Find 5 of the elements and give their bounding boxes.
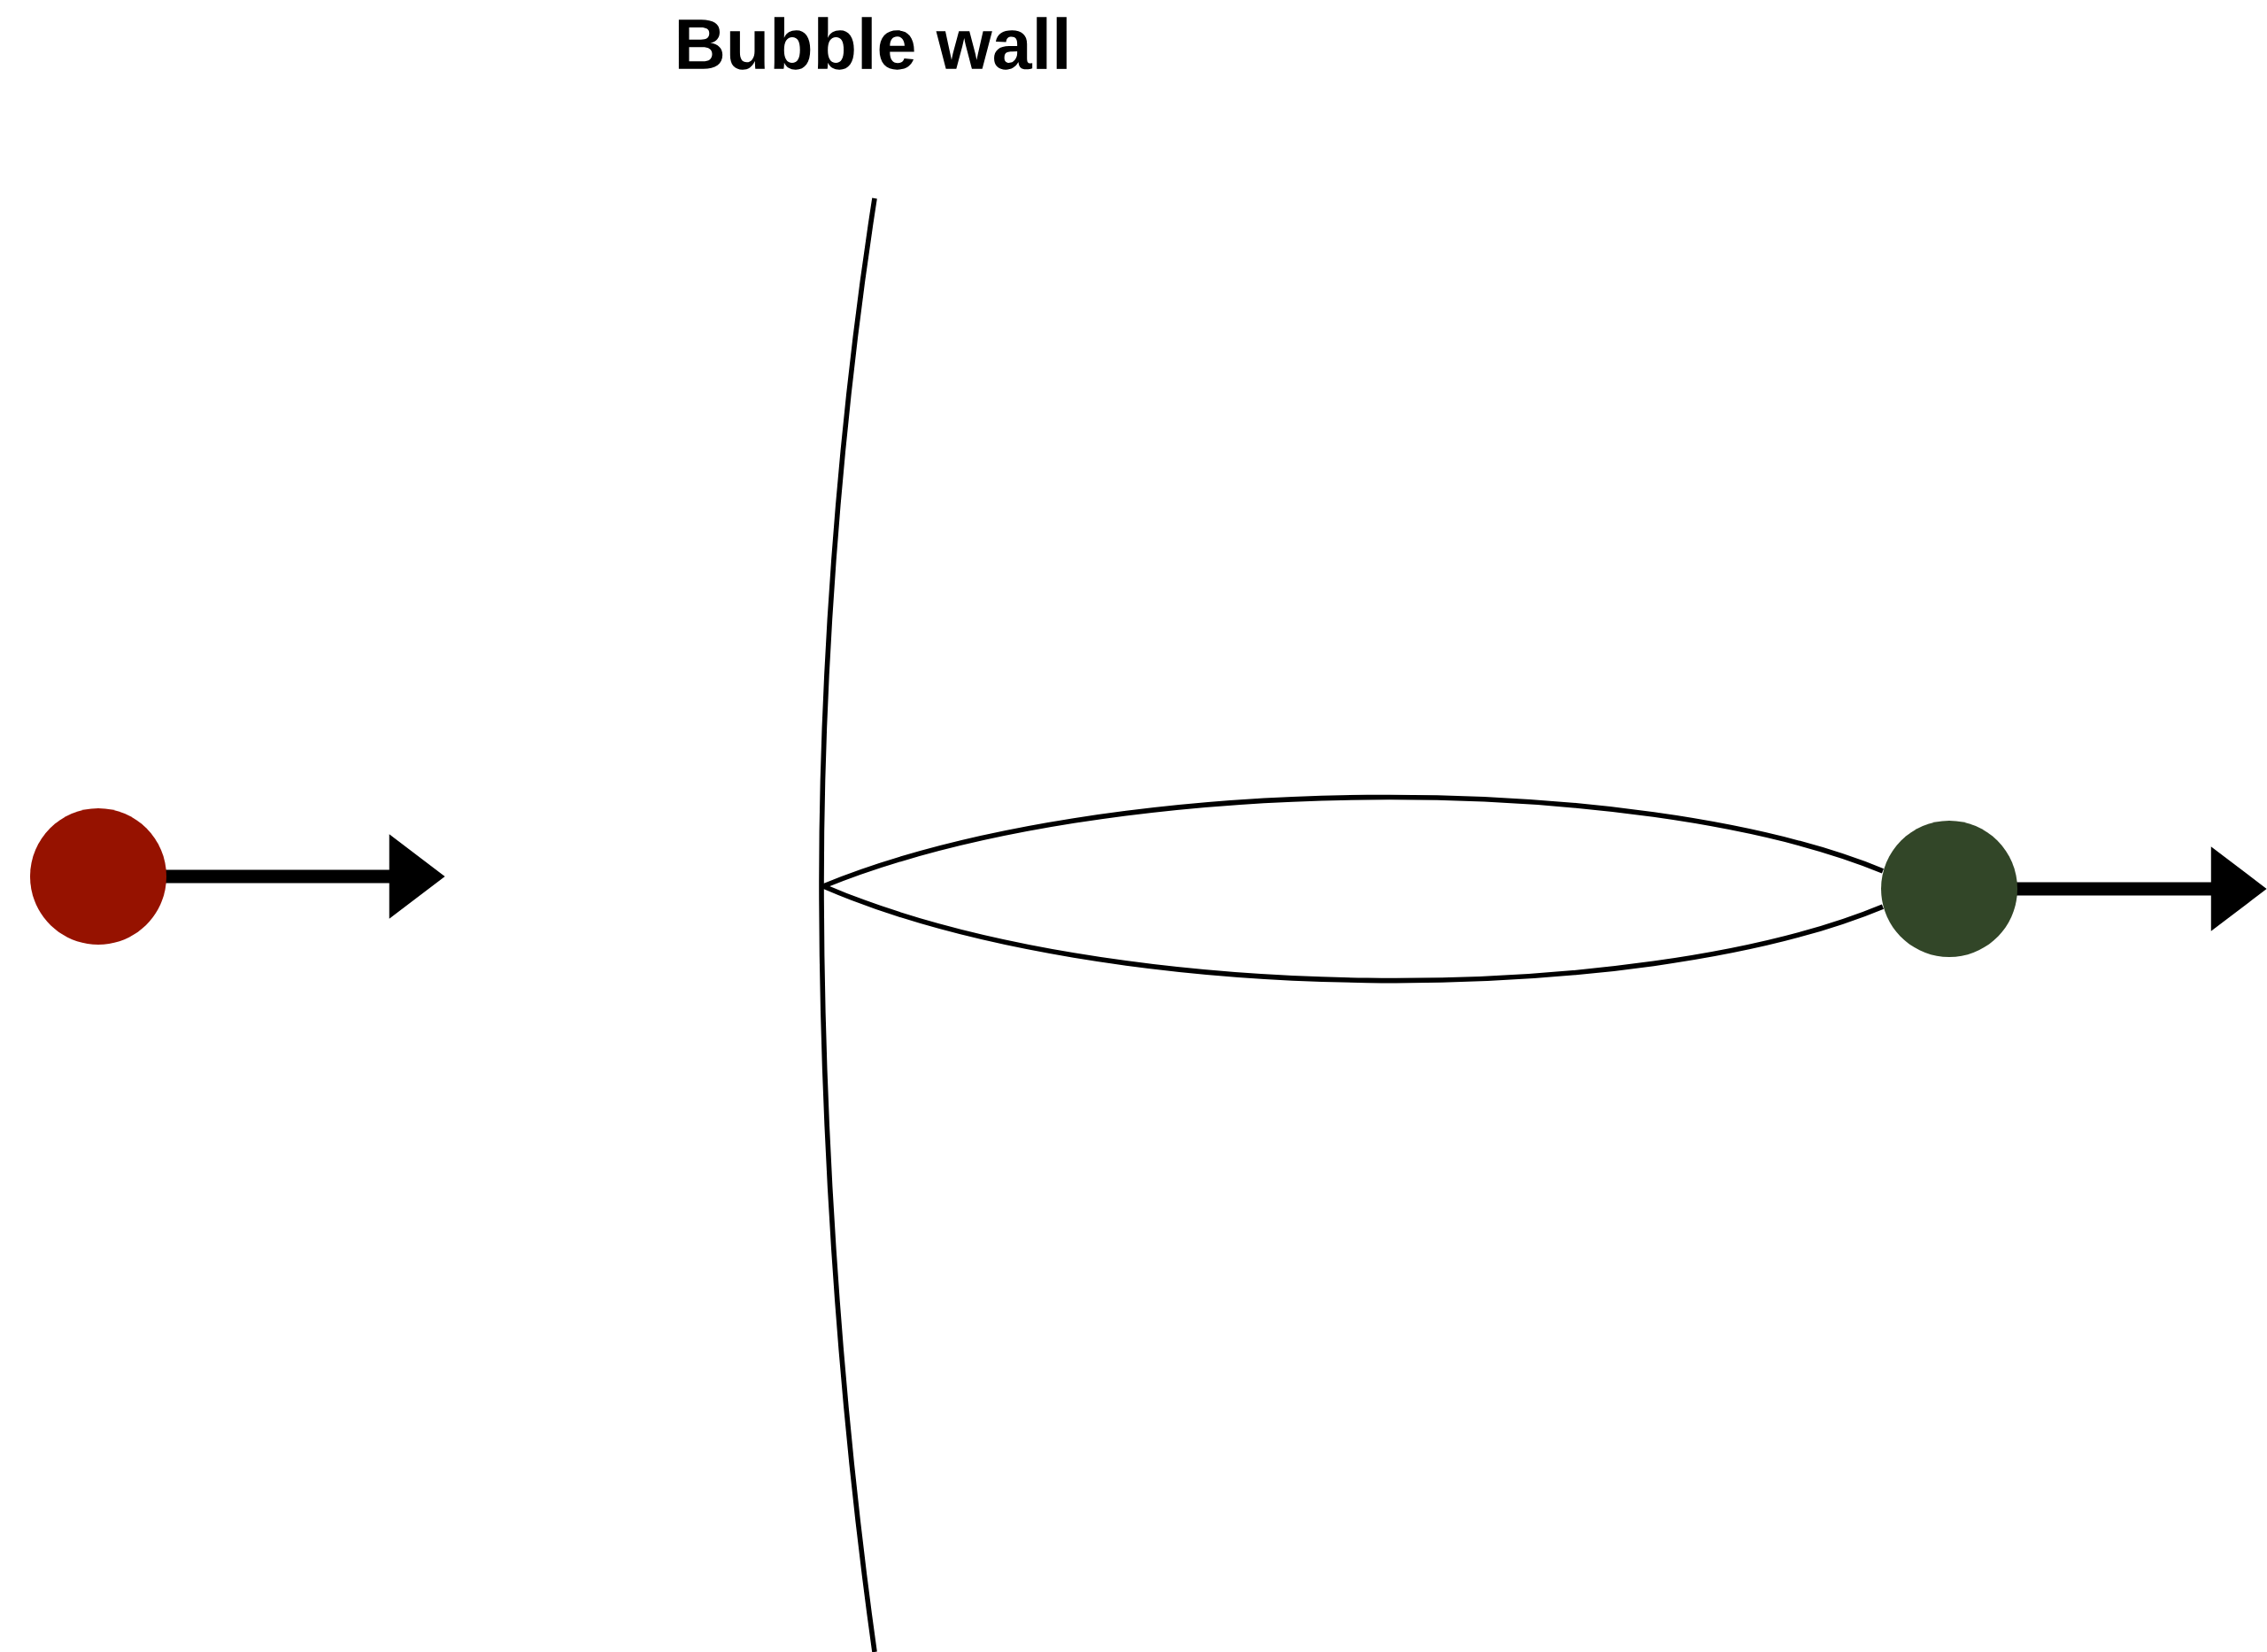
heading: Bubble wall: [678, 17, 1067, 70]
circle-dot: [1881, 821, 2018, 957]
lens-curve: [822, 884, 1884, 984]
circle-dot: [30, 808, 166, 945]
lens-curve: [822, 794, 1884, 889]
